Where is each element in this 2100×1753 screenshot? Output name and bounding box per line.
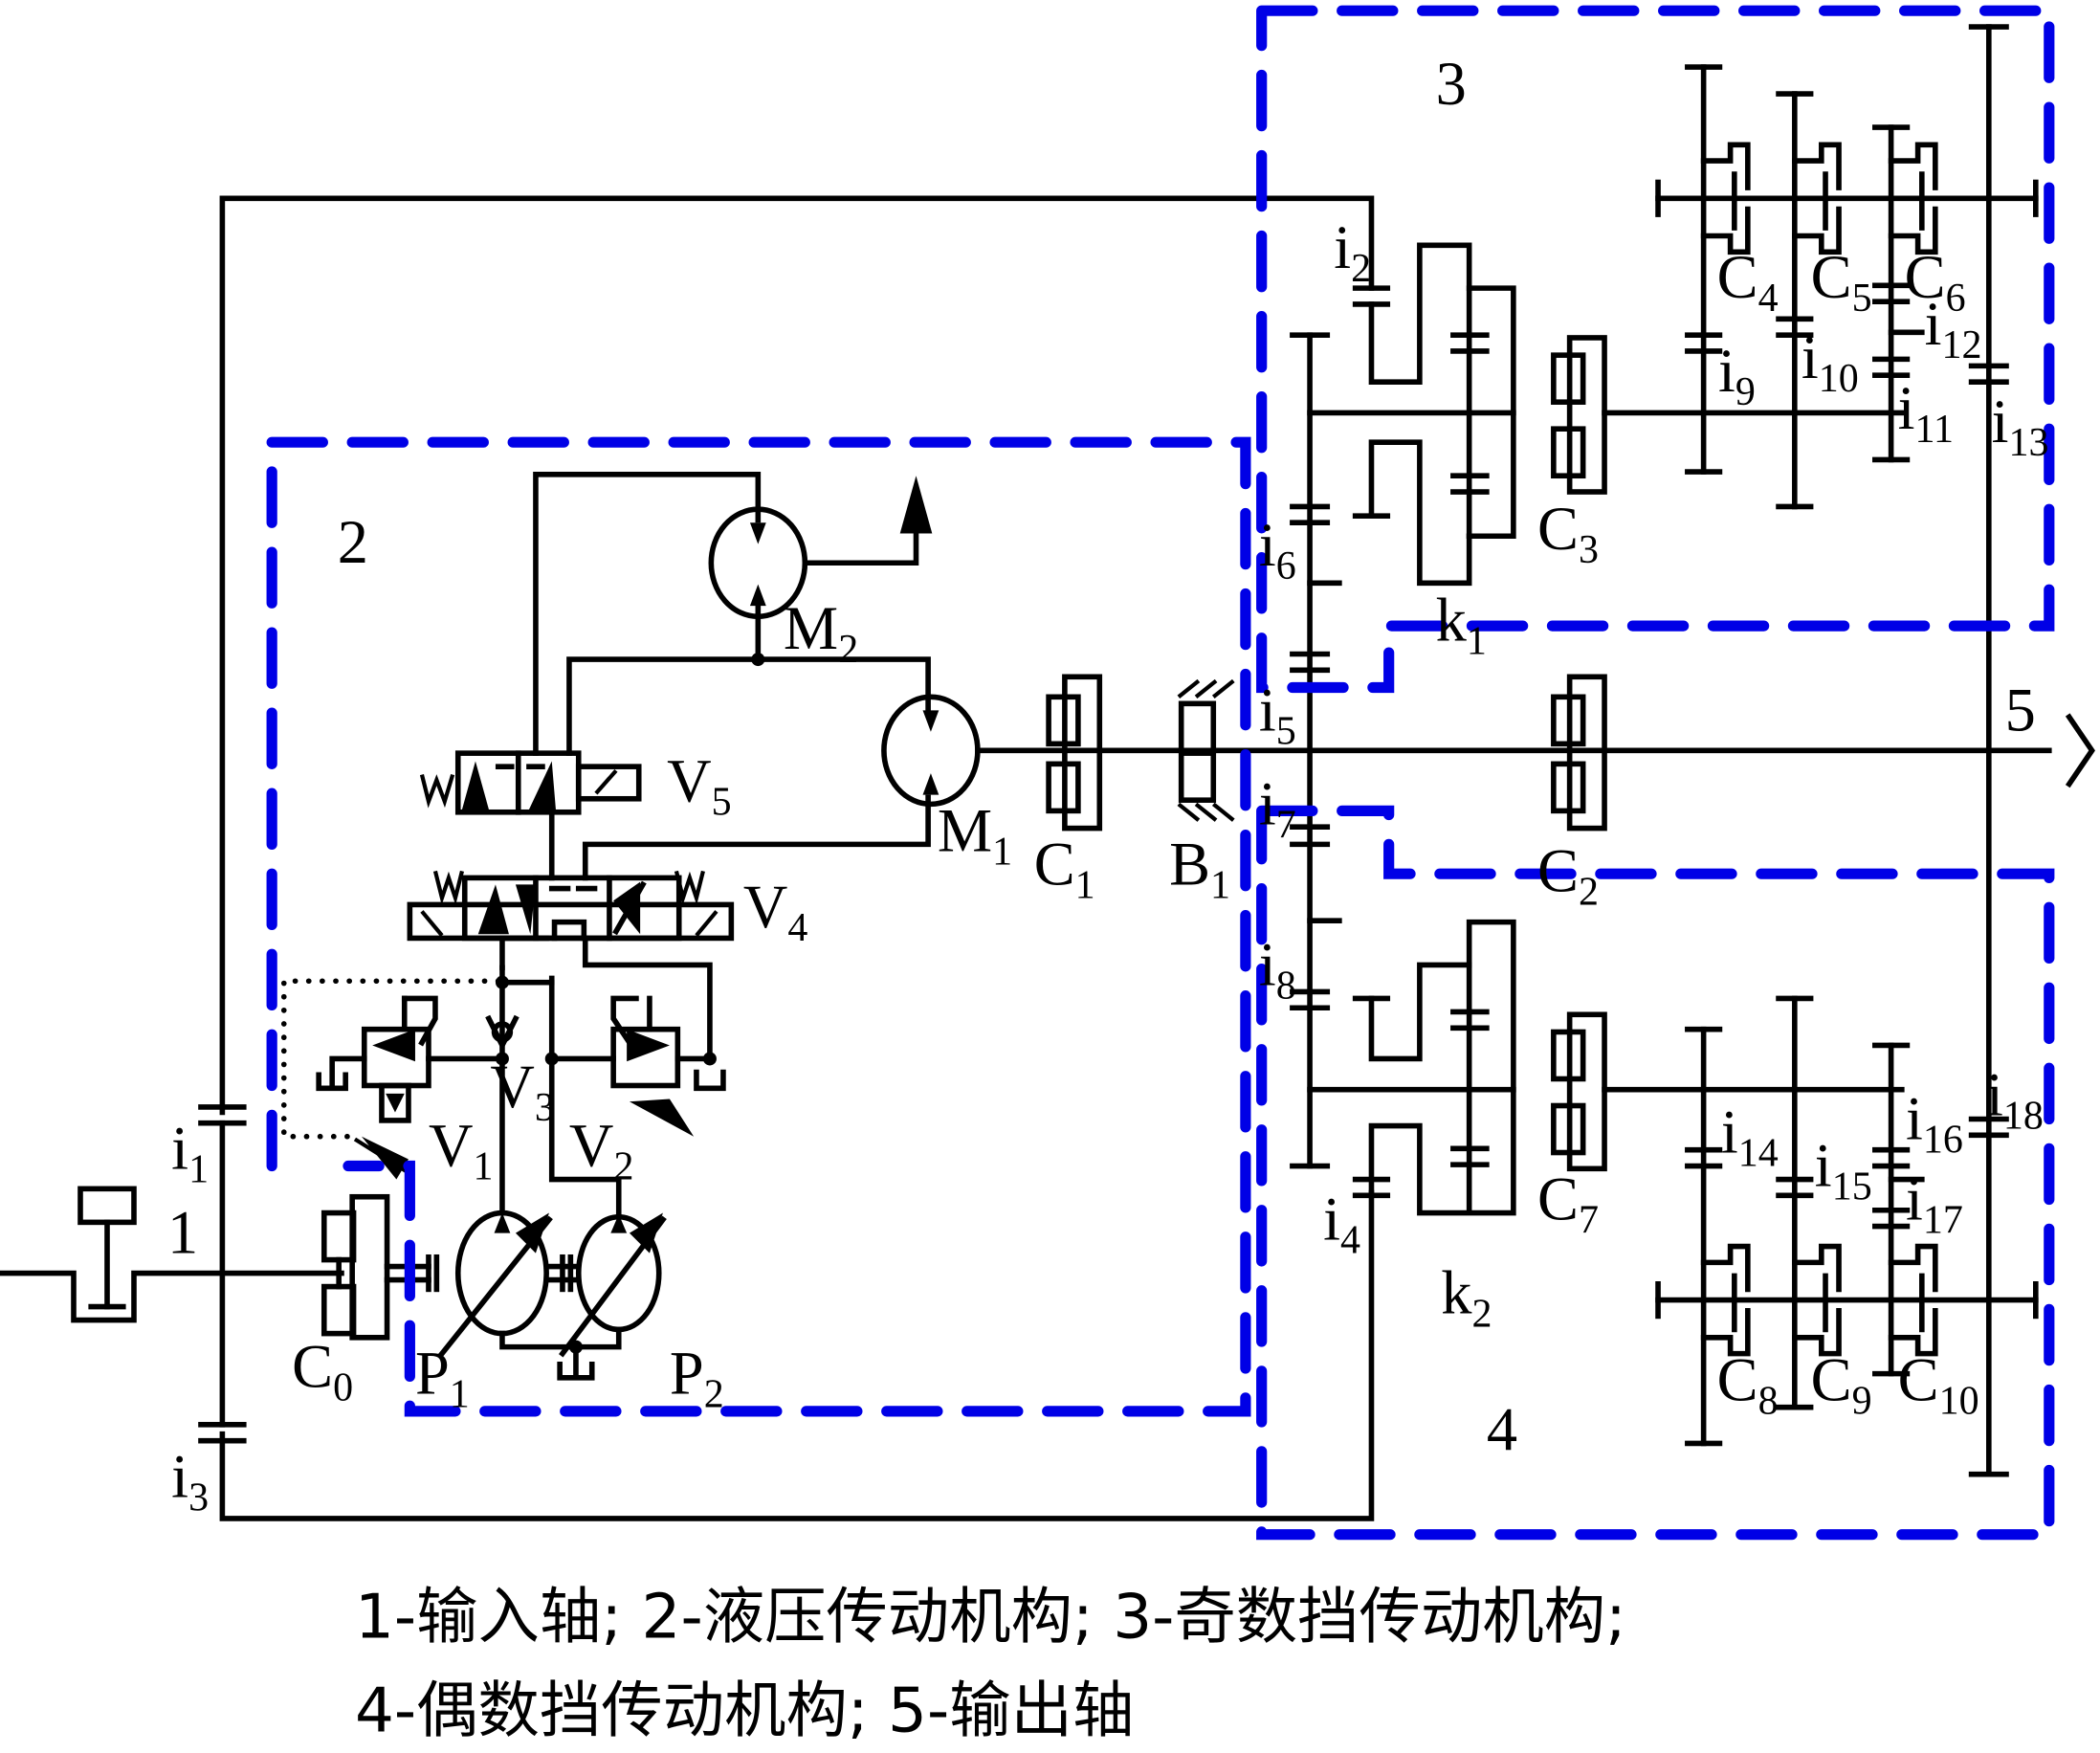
label-c5: C5 [1811, 243, 1872, 321]
label-v2: V2 [569, 1112, 633, 1189]
brake-b1-icon [1177, 678, 1235, 822]
region-2-hydraulic-border [266, 436, 1251, 1417]
caption-line-2: 4-偶数挡传动机构; 5-输出轴 [355, 1675, 1134, 1747]
label-c8: C8 [1717, 1346, 1779, 1424]
region-number-even: 4 [1487, 1395, 1517, 1463]
label-c1: C1 [1034, 830, 1095, 907]
label-p1: P1 [415, 1340, 470, 1417]
output-gear-column [1968, 24, 2095, 1477]
synchronizer-c8-icon [1700, 1243, 1751, 1357]
hydraulic-circuit [280, 472, 2052, 1381]
label-m2: M2 [784, 594, 858, 672]
label-c7: C7 [1537, 1165, 1599, 1243]
label-i14: i14 [1721, 1098, 1779, 1176]
label-i12: i12 [1925, 290, 1982, 367]
label-i8: i8 [1259, 930, 1296, 1008]
label-c4: C4 [1717, 243, 1779, 321]
label-i17: i17 [1906, 1165, 1963, 1243]
label-i16: i16 [1906, 1085, 1963, 1163]
label-v1: V1 [429, 1112, 493, 1189]
synchronizer-c9-icon [1792, 1243, 1842, 1357]
even-gear-mechanism [1307, 919, 2039, 1447]
valve-v4-icon [407, 870, 735, 942]
region-number-output-shaft: 5 [2005, 676, 2036, 743]
label-i4: i4 [1323, 1186, 1360, 1263]
label-i5: i5 [1259, 676, 1296, 753]
label-i1: i1 [171, 1114, 209, 1191]
region-3-odd-border [1256, 5, 2055, 694]
region-number-odd: 3 [1436, 50, 1467, 118]
flywheel-icon [77, 1186, 137, 1310]
label-i2: i2 [1334, 213, 1371, 291]
label-b1: B1 [1169, 830, 1230, 907]
clutch-c3-icon [1566, 335, 1607, 495]
label-m1: M1 [938, 796, 1012, 874]
clutch-c1-icon [1046, 674, 1103, 832]
label-k1: k1 [1436, 586, 1487, 663]
label-c6: C6 [1905, 243, 1966, 321]
label-i13: i13 [1992, 388, 2049, 465]
synchronizer-c5-icon [1792, 142, 1842, 255]
label-p2: P2 [670, 1340, 724, 1417]
synchronizer-c10-icon [1888, 1243, 1938, 1357]
odd-gear-mechanism [1307, 64, 2039, 587]
label-v5: V5 [667, 747, 731, 825]
label-i15: i15 [1815, 1132, 1872, 1209]
valve-v5-icon [419, 750, 642, 815]
label-k2: k2 [1441, 1259, 1492, 1337]
region-number-input-shaft: 1 [167, 1199, 198, 1267]
clutch-c7-icon [1566, 1011, 1607, 1172]
label-i9: i9 [1718, 337, 1756, 414]
clutch-c2-icon [1551, 674, 1607, 832]
label-v3: V3 [490, 1053, 554, 1130]
label-i18: i18 [1986, 1060, 2044, 1138]
label-c2: C2 [1537, 836, 1599, 914]
label-c9: C9 [1811, 1346, 1872, 1424]
central-gear-column [1290, 332, 1342, 1169]
synchronizer-c6-icon [1888, 142, 1938, 255]
label-c0: C0 [292, 1333, 353, 1410]
label-c3: C3 [1537, 495, 1599, 572]
label-i7: i7 [1259, 769, 1296, 847]
label-i6: i6 [1259, 511, 1296, 588]
label-i3: i3 [171, 1442, 209, 1520]
caption-line-1: 1-输入轴; 2-液压传动机构; 3-奇数挡传动机构; [355, 1582, 1626, 1653]
region-4-even-border [1256, 805, 2055, 1541]
region-number-hydraulic: 2 [338, 508, 368, 576]
synchronizer-c4-icon [1700, 142, 1751, 255]
label-i10: i10 [1802, 323, 1859, 401]
mechanical-links [0, 195, 1375, 1521]
clutch-c0-icon [321, 1193, 440, 1341]
label-i11: i11 [1898, 374, 1954, 452]
label-c10: C10 [1898, 1346, 1979, 1424]
label-v4: V4 [743, 873, 807, 950]
